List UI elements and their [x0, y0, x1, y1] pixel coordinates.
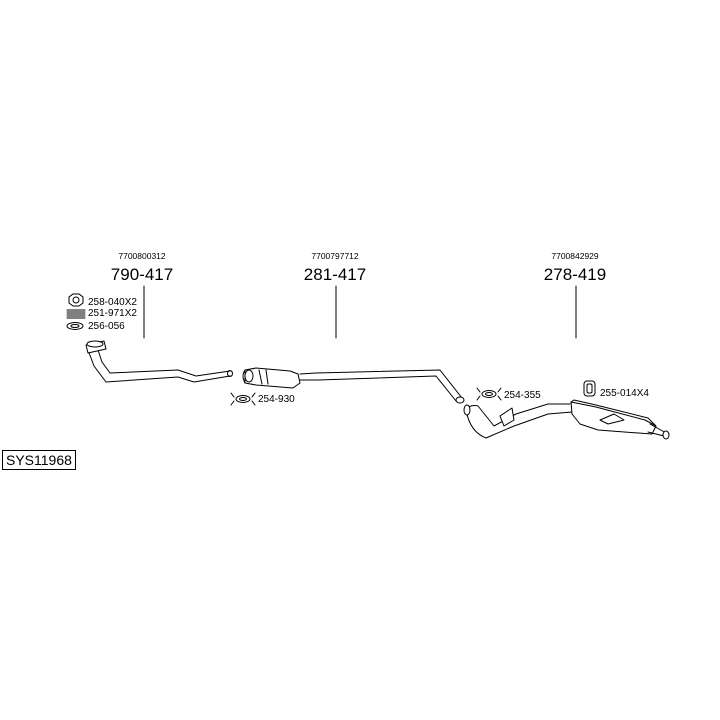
part-number-front-pipe[interactable]: 790-417	[110, 265, 174, 284]
accessory-label-nut[interactable]: 258-040X2	[88, 297, 137, 308]
system-code-label: SYS11968	[2, 450, 76, 470]
accessory-label-clamp-254-930[interactable]: 254-930	[258, 394, 295, 405]
gasket-ring-icon	[66, 322, 84, 330]
spring-icon	[66, 309, 86, 319]
rubber-hanger-icon	[583, 380, 596, 397]
part-number-middle-silencer[interactable]: 281-417	[303, 265, 367, 284]
clamp-icon-254-355	[476, 387, 502, 401]
oem-number-middle-silencer: 7700797712	[311, 251, 359, 261]
accessory-label-rubber-hanger[interactable]: 255-014X4	[600, 388, 649, 399]
nut-icon	[68, 293, 84, 307]
oem-number-rear-silencer: 7700842929	[551, 251, 599, 261]
middle-silencer	[242, 367, 465, 404]
rear-silencer	[463, 399, 670, 440]
accessory-label-spring[interactable]: 251-971X2	[88, 308, 137, 319]
accessory-label-gasket[interactable]: 256-056	[88, 321, 125, 332]
part-number-rear-silencer[interactable]: 278-419	[543, 265, 607, 284]
accessory-label-clamp-254-355[interactable]: 254-355	[504, 390, 541, 401]
oem-number-front-pipe: 7700800312	[118, 251, 166, 261]
front-pipe	[85, 340, 233, 383]
clamp-icon-254-930	[230, 392, 256, 406]
